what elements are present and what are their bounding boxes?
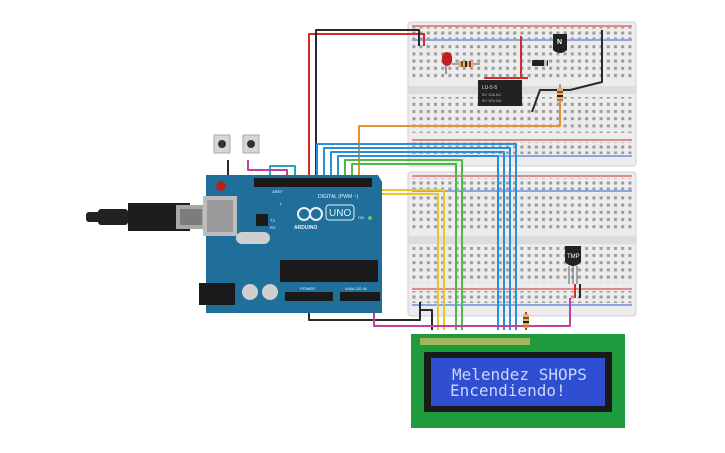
on-label: ON bbox=[358, 215, 364, 220]
wire-teal bbox=[269, 165, 296, 180]
transistor-label: N bbox=[557, 39, 562, 46]
temperature-sensor[interactable]: TMP bbox=[565, 246, 581, 284]
wire-black-relay bbox=[531, 30, 603, 113]
wire-blue-2 bbox=[323, 147, 511, 330]
digital-label: DIGITAL (PWM ~) bbox=[318, 194, 358, 200]
relay-label-2: 5V 10A AC bbox=[482, 92, 501, 97]
relay-label-3: 5V 12V 5A bbox=[482, 98, 501, 103]
led-red[interactable] bbox=[442, 52, 452, 74]
wire-green-1 bbox=[344, 159, 463, 330]
lcd-line-1: Melendez SHOPS bbox=[452, 365, 587, 384]
tx-label: TX bbox=[270, 218, 275, 223]
arduino-model: UNO bbox=[329, 208, 351, 219]
wire-magenta-lcd bbox=[373, 298, 571, 327]
resistor-transistor[interactable] bbox=[557, 84, 563, 106]
usb-cable bbox=[86, 203, 206, 231]
push-button-2[interactable] bbox=[242, 134, 260, 154]
relay-label-1: LU-5-5 bbox=[482, 85, 498, 91]
wire-red-top bbox=[308, 33, 425, 180]
l-label: L bbox=[280, 201, 283, 206]
wire-blue-4 bbox=[337, 155, 499, 330]
relay[interactable]: LU-5-5 5V 10A AC 5V 12V 5A bbox=[478, 80, 522, 106]
wire-blue-3 bbox=[330, 151, 505, 330]
wire-black-top bbox=[315, 29, 420, 184]
wire-black-lcd bbox=[420, 309, 433, 330]
sensor-label: TMP bbox=[567, 254, 580, 260]
rx-label: RX bbox=[270, 225, 276, 230]
lcd-display[interactable]: Melendez SHOPS Encendiendo! bbox=[411, 334, 625, 428]
breadboard-bottom bbox=[407, 171, 637, 317]
wire-blue-1 bbox=[316, 143, 517, 330]
diode[interactable] bbox=[532, 60, 548, 66]
power-label: POWER bbox=[300, 286, 315, 291]
resistor-led[interactable] bbox=[452, 61, 480, 67]
resistor-lcd-contrast[interactable] bbox=[523, 314, 529, 328]
aref-label: AREF bbox=[272, 189, 283, 194]
analog-label: ANALOG IN bbox=[345, 286, 367, 291]
arduino-uno[interactable]: DIGITAL (PWM ~) AREF ARDUINO UNO ON L TX… bbox=[199, 175, 382, 313]
wire-green-2 bbox=[351, 163, 457, 330]
lcd-line-2: Encendiendo! bbox=[450, 381, 566, 400]
transistor[interactable]: N bbox=[553, 34, 567, 53]
push-button-1[interactable] bbox=[213, 134, 231, 154]
arduino-logo bbox=[297, 207, 323, 221]
arduino-brand: ARDUINO bbox=[294, 225, 317, 231]
